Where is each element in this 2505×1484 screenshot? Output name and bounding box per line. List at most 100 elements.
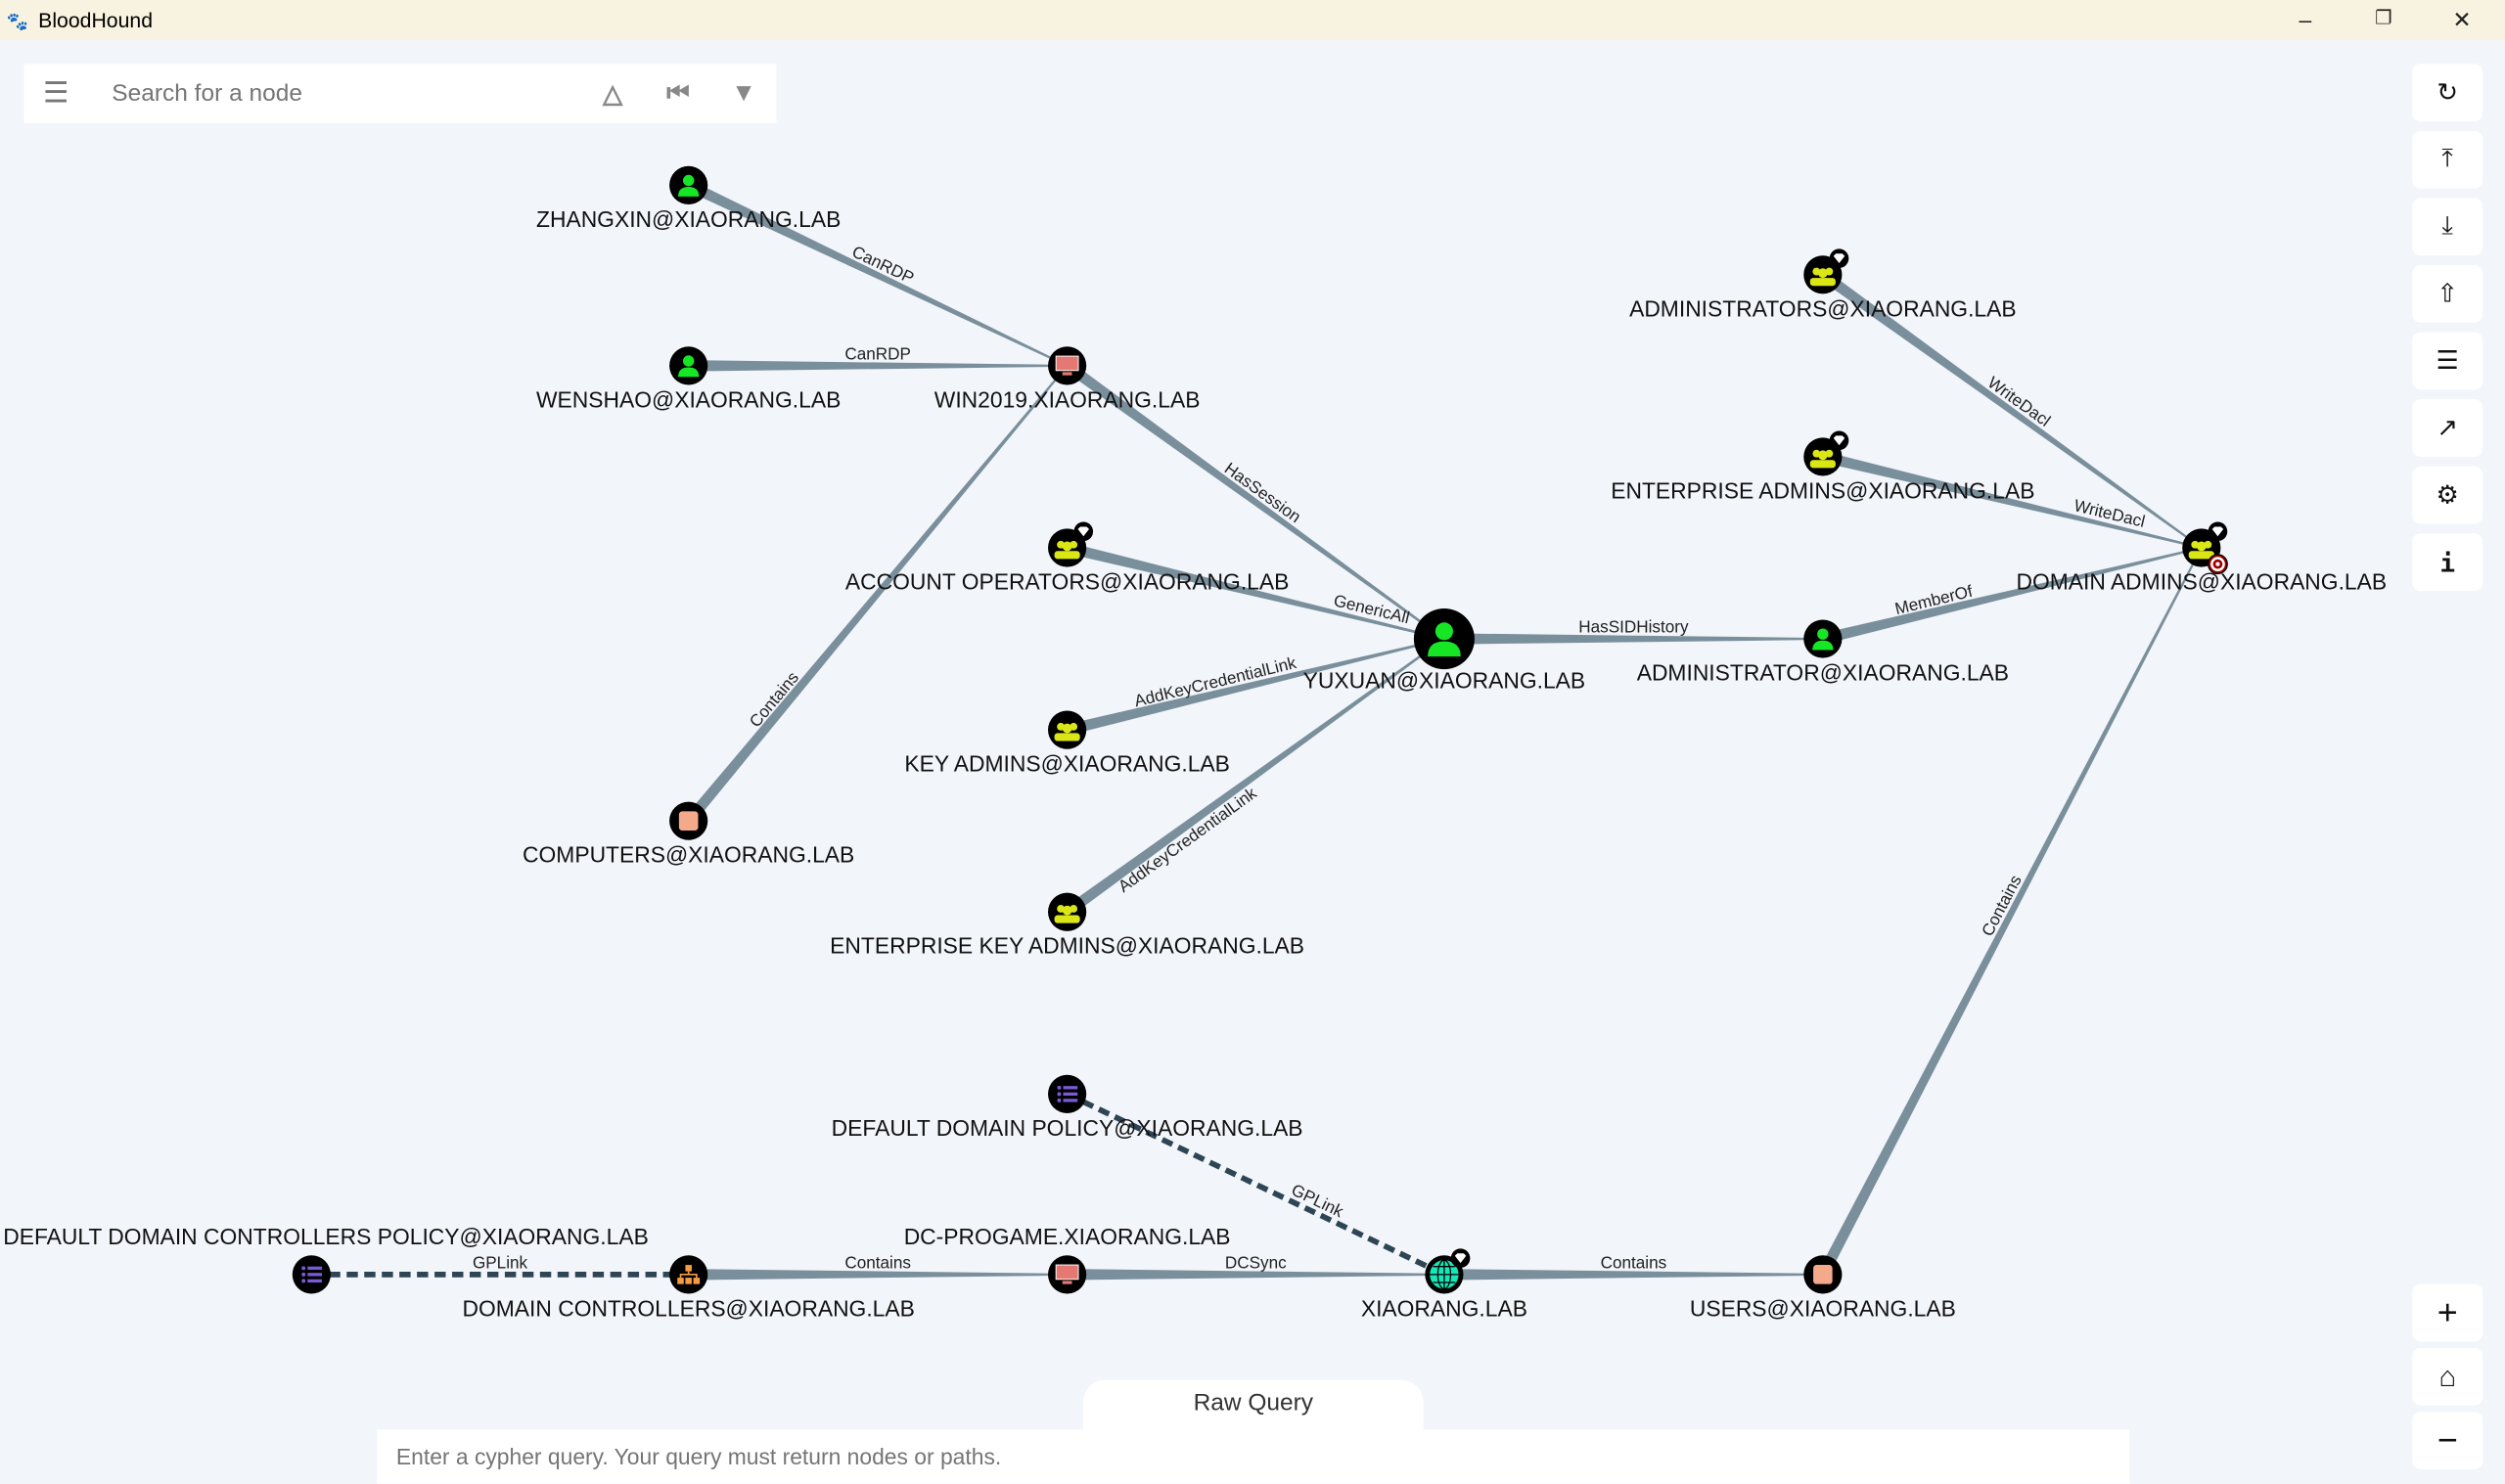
node-label: ACCOUNT OPERATORS@XIAORANG.LAB (845, 568, 1290, 594)
edge-line[interactable] (1064, 638, 1445, 917)
info-icon: i (2439, 547, 2456, 578)
node-users[interactable]: USERS@XIAORANG.LAB (1690, 1255, 1956, 1321)
zoom-home-button[interactable]: ⌂ (2412, 1347, 2483, 1406)
about-button[interactable]: i (2412, 533, 2483, 592)
edge-line[interactable] (1821, 451, 2203, 549)
node-label: ENTERPRISE ADMINS@XIAORANG.LAB (1611, 477, 2034, 503)
refresh-button[interactable]: ↻ (2412, 64, 2483, 122)
node-label: DC-PROGAME.XIAORANG.LAB (904, 1224, 1231, 1249)
zoom-in-button[interactable]: + (2412, 1283, 2483, 1342)
node-wenshao[interactable]: WENSHAO@XIAORANG.LAB (536, 346, 841, 412)
queries-button[interactable]: ☰ (2412, 332, 2483, 390)
edge-gplink[interactable]: GPLink (311, 1252, 689, 1278)
node-computers[interactable]: COMPUTERS@XIAORANG.LAB (523, 801, 854, 868)
node-label: DOMAIN CONTROLLERS@XIAORANG.LAB (462, 1295, 914, 1321)
minus-icon: − (2437, 1419, 2458, 1461)
edge-label: GPLink (473, 1252, 528, 1272)
edge-line[interactable] (1821, 547, 2203, 645)
edge-label: Contains (844, 1252, 911, 1272)
zoom-out-button[interactable]: − (2412, 1412, 2483, 1470)
node-zhangxin[interactable]: ZHANGXIN@XIAORANG.LAB (536, 165, 841, 232)
node-entkeyadmins[interactable]: ENTERPRISE KEY ADMINS@XIAORANG.LAB (830, 892, 1304, 959)
pathfinding-icon[interactable]: △ (603, 80, 623, 109)
node-administrators[interactable]: ADMINISTRATORS@XIAORANG.LAB (1629, 248, 2017, 321)
restore-button[interactable]: ❐ (2375, 6, 2392, 29)
edge-contains[interactable]: Contains (1443, 1252, 1823, 1281)
node-entadmins[interactable]: ENTERPRISE ADMINS@XIAORANG.LAB (1611, 430, 2034, 503)
upload-icon: ⤒ (2441, 145, 2453, 173)
edge-line[interactable] (1817, 547, 2203, 1278)
edge-label: HasSIDHistory (1578, 617, 1689, 637)
edge-line[interactable] (1066, 542, 1445, 641)
node-label: DOMAIN ADMINS@XIAORANG.LAB (2016, 568, 2387, 594)
edge-canrdp[interactable]: CanRDP (688, 343, 1068, 372)
chart-icon: ↗ (2437, 415, 2459, 443)
node-dcprogame[interactable]: DC-PROGAME.XIAORANG.LAB (904, 1224, 1231, 1294)
edge-memberof[interactable]: MemberOf (1821, 547, 2203, 645)
plus-icon: + (2437, 1291, 2458, 1332)
edge-label: GPLink (1289, 1180, 1347, 1221)
close-button[interactable]: ✕ (2452, 6, 2472, 32)
edge-dcsync[interactable]: DCSync (1067, 1252, 1444, 1281)
edge-hassidhistory[interactable]: HasSIDHistory (1443, 617, 1823, 645)
menu-icon[interactable]: ☰ (42, 76, 69, 110)
gears-icon: ⚙ (2436, 482, 2459, 510)
search-bar: ☰ △ ⏮ ▼ (23, 64, 777, 123)
edge-label: CanRDP (844, 343, 911, 363)
edge-line[interactable] (684, 365, 1069, 825)
node-label: USERS@XIAORANG.LAB (1690, 1295, 1956, 1321)
edge-label: DCSync (1225, 1252, 1287, 1272)
edge-label: Contains (1601, 1252, 1667, 1272)
node-label: ADMINISTRATORS@XIAORANG.LAB (1629, 295, 2017, 321)
filter-icon[interactable]: ▼ (731, 78, 756, 107)
refresh-icon: ↻ (2437, 79, 2459, 108)
node-keyadmins[interactable]: KEY ADMINS@XIAORANG.LAB (904, 710, 1230, 777)
edge-contains[interactable]: Contains (688, 1252, 1068, 1281)
search-input[interactable] (109, 77, 580, 110)
stats-button[interactable]: ↗ (2412, 399, 2483, 457)
edge-line[interactable] (686, 180, 1069, 367)
back-icon[interactable]: ⏮ (666, 78, 690, 107)
edge-label: AddKeyCredentialLink (1115, 783, 1260, 896)
edge-label: HasSession (1221, 458, 1305, 526)
minimize-button[interactable]: – (2299, 6, 2312, 32)
settings-button[interactable]: ⚙ (2412, 466, 2483, 524)
node-yuxuan[interactable]: YUXUAN@XIAORANG.LAB (1303, 608, 1586, 694)
edge-line[interactable] (1819, 270, 2203, 549)
download-button[interactable]: ⤓ (2412, 198, 2483, 256)
edge-line[interactable] (688, 360, 1068, 372)
edge-line[interactable] (688, 1269, 1068, 1281)
import-button[interactable]: ⇧ (2412, 265, 2483, 323)
node-administrator[interactable]: ADMINISTRATOR@XIAORANG.LAB (1637, 619, 2009, 686)
edge-line[interactable] (1066, 638, 1445, 736)
node-dcs[interactable]: DOMAIN CONTROLLERS@XIAORANG.LAB (462, 1255, 915, 1321)
node-domainadmins[interactable]: DOMAIN ADMINS@XIAORANG.LAB (2016, 521, 2387, 595)
node-label: WENSHAO@XIAORANG.LAB (536, 386, 841, 412)
edge-line[interactable] (1064, 361, 1445, 640)
edge-line[interactable] (1443, 633, 1823, 645)
edge-line[interactable] (1443, 1269, 1823, 1281)
node-accops[interactable]: ACCOUNT OPERATORS@XIAORANG.LAB (845, 521, 1290, 595)
download-icon: ⤓ (2441, 212, 2453, 240)
node-label: ZHANGXIN@XIAORANG.LAB (536, 206, 841, 232)
node-label: YUXUAN@XIAORANG.LAB (1303, 668, 1586, 694)
graph-canvas[interactable]: CanRDPCanRDPHasSessionContainsGenericAll… (0, 40, 2505, 1381)
bloodhound-logo-icon: 🐾 (6, 12, 28, 31)
edge-line[interactable] (1067, 1269, 1444, 1281)
node-label: ADMINISTRATOR@XIAORANG.LAB (1637, 660, 2009, 686)
node-win2019[interactable]: WIN2019.XIAORANG.LAB (934, 346, 1201, 412)
edge-contains[interactable]: Contains (1817, 547, 2203, 1278)
home-icon: ⌂ (2438, 1360, 2457, 1392)
node-label: XIAORANG.LAB (1361, 1295, 1527, 1321)
app-title: BloodHound (38, 8, 154, 32)
checklist-icon: ☰ (2436, 347, 2459, 376)
node-ddcpolicy[interactable]: DEFAULT DOMAIN CONTROLLERS POLICY@XIAORA… (3, 1224, 649, 1294)
raw-query-tab[interactable]: Raw Query (1082, 1379, 1424, 1430)
upload-button[interactable]: ⤒ (2412, 130, 2483, 189)
owned-target-icon (2207, 554, 2228, 575)
node-domain[interactable]: XIAORANG.LAB (1361, 1248, 1527, 1321)
raw-query-input[interactable] (377, 1429, 2130, 1484)
node-ddpolicy[interactable]: DEFAULT DOMAIN POLICY@XIAORANG.LAB (832, 1074, 1303, 1141)
node-label: WIN2019.XIAORANG.LAB (934, 386, 1201, 412)
